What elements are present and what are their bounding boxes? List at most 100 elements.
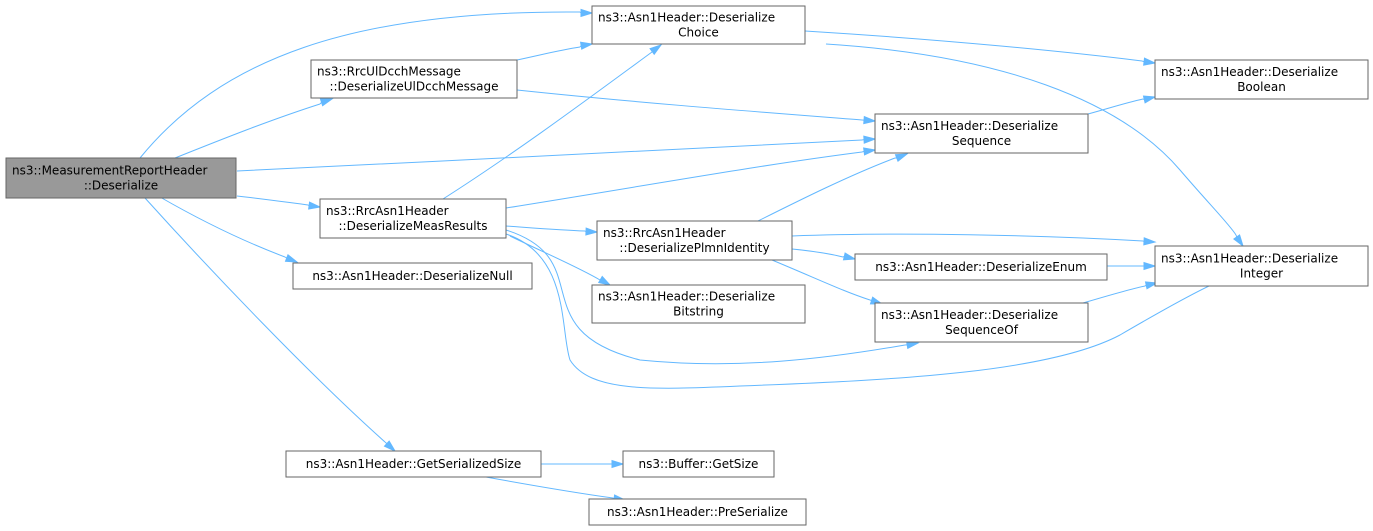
- node-measResults[interactable]: ns3::RrcAsn1Header::DeserializeMeasResul…: [319, 198, 507, 239]
- edge-choice-to-boolean: [804, 30, 1157, 66]
- node-label-line: ns3::Asn1Header::Deserialize: [598, 11, 775, 25]
- edge-root-to-ulDcch: [174, 98, 334, 159]
- edge-root-to-measResults: [236, 195, 322, 210]
- node-label-line: ns3::MeasurementReportHeader: [12, 164, 208, 178]
- node-label-line: ::DeserializeMeasResults: [339, 219, 488, 233]
- edge-ulDcch-to-sequence: [516, 89, 877, 125]
- edge-arrowhead: [863, 115, 877, 125]
- edge-line: [505, 229, 906, 365]
- node-label-line: ::Deserialize: [84, 179, 158, 193]
- node-enum[interactable]: ns3::Asn1Header::DeserializeEnum: [854, 253, 1108, 281]
- node-box: [1154, 59, 1369, 100]
- edge-line: [791, 248, 844, 258]
- edge-root-to-serSize: [144, 197, 397, 453]
- edge-measResults-to-choice: [442, 44, 663, 200]
- node-box: [622, 450, 775, 478]
- edge-line: [174, 103, 321, 159]
- node-box: [588, 498, 807, 526]
- edge-line: [442, 51, 653, 200]
- edge-measResults-to-sequence: [505, 147, 877, 209]
- edge-line: [516, 46, 581, 61]
- node-label-line: ns3::Asn1Header::GetSerializedSize: [306, 457, 521, 471]
- edge-line: [505, 151, 863, 209]
- node-label-line: Sequence: [952, 134, 1011, 148]
- edge-line: [516, 89, 863, 121]
- node-box: [874, 302, 1089, 343]
- edge-line: [139, 11, 581, 159]
- edge-root-to-choice: [139, 8, 594, 159]
- edge-arrowhead: [611, 459, 625, 469]
- edge-measResults-to-bitstring: [509, 235, 612, 286]
- edge-arrowhead: [1144, 281, 1159, 290]
- edge-enum-to-integer: [1107, 261, 1157, 271]
- edge-arrowhead: [597, 275, 612, 286]
- edge-line: [1082, 285, 1146, 304]
- node-label-line: ns3::Asn1Header::Deserialize: [1161, 65, 1338, 79]
- node-label-line: ns3::Asn1Header::Deserialize: [881, 308, 1058, 322]
- edge-arrowhead: [579, 41, 594, 50]
- node-label-line: ::DeserializePlmnIdentity: [619, 241, 769, 255]
- node-null[interactable]: ns3::Asn1Header::DeserializeNull: [292, 262, 533, 290]
- node-label-line: ns3::Buffer::GetSize: [639, 457, 759, 471]
- edge-ulDcch-to-choice: [516, 41, 594, 61]
- edge-arrowhead: [383, 440, 397, 453]
- edge-line: [771, 259, 871, 301]
- edge-plmn-to-sequence: [757, 153, 909, 222]
- edge-arrowhead: [580, 8, 594, 18]
- node-label-line: ns3::Asn1Header::Deserialize: [598, 290, 775, 304]
- edge-arrowhead: [863, 147, 877, 156]
- node-box: [854, 253, 1108, 281]
- node-box: [874, 113, 1089, 154]
- edge-sequence-to-boolean: [1087, 95, 1157, 115]
- node-label-line: ::DeserializeUlDcchMessage: [329, 80, 498, 94]
- edge-line: [509, 235, 601, 281]
- node-label-line: Integer: [1240, 267, 1283, 281]
- node-plmn[interactable]: ns3::RrcAsn1Header::DeserializePlmnIdent…: [596, 220, 793, 261]
- edge-arrowhead: [894, 153, 909, 163]
- node-root[interactable]: ns3::MeasurementReportHeader::Deserializ…: [5, 157, 237, 199]
- edge-arrowhead: [308, 201, 322, 210]
- edge-plmn-to-integer: [791, 233, 1157, 246]
- node-label-line: ns3::Asn1Header::Deserialize: [881, 119, 1058, 133]
- edge-root-to-null: [159, 196, 299, 263]
- node-bufSize[interactable]: ns3::Buffer::GetSize: [622, 450, 775, 478]
- edge-arrowhead: [842, 252, 857, 261]
- edge-seqOf-to-integer: [1082, 281, 1159, 304]
- node-box: [5, 157, 237, 199]
- node-label-line: ns3::RrcUlDcchMessage: [317, 65, 461, 79]
- edge-line: [791, 233, 1144, 242]
- edge-line: [485, 476, 614, 499]
- node-label-line: Bitstring: [673, 305, 724, 319]
- node-box: [591, 5, 806, 45]
- node-preSer[interactable]: ns3::Asn1Header::PreSerialize: [588, 498, 807, 526]
- edge-choice-to-integer: [825, 43, 1244, 248]
- node-serSize[interactable]: ns3::Asn1Header::GetSerializedSize: [285, 450, 542, 478]
- edge-line: [757, 157, 896, 222]
- edge-line: [236, 195, 309, 206]
- node-label-line: Boolean: [1237, 80, 1286, 94]
- nodes-layer: ns3::MeasurementReportHeader::Deserializ…: [5, 5, 1369, 526]
- edge-arrowhead: [585, 227, 599, 236]
- node-box: [596, 220, 793, 261]
- edge-arrowhead: [1232, 234, 1244, 248]
- edge-arrowhead: [649, 44, 663, 56]
- edge-arrowhead: [1143, 57, 1157, 66]
- edge-serSize-to-bufSize: [540, 459, 625, 469]
- edge-root-to-sequence: [236, 135, 877, 172]
- node-label-line: SequenceOf: [945, 323, 1019, 337]
- edge-measResults-to-plmn: [505, 225, 599, 236]
- edge-line: [825, 43, 1237, 236]
- edge-line: [804, 30, 1143, 62]
- edge-line: [1087, 98, 1144, 115]
- edge-arrowhead: [1143, 261, 1157, 271]
- edge-serSize-to-preSer: [485, 476, 627, 503]
- node-ulDcch[interactable]: ns3::RrcUlDcchMessage::DeserializeUlDcch…: [310, 59, 518, 99]
- node-label-line: ns3::RrcAsn1Header: [603, 226, 726, 240]
